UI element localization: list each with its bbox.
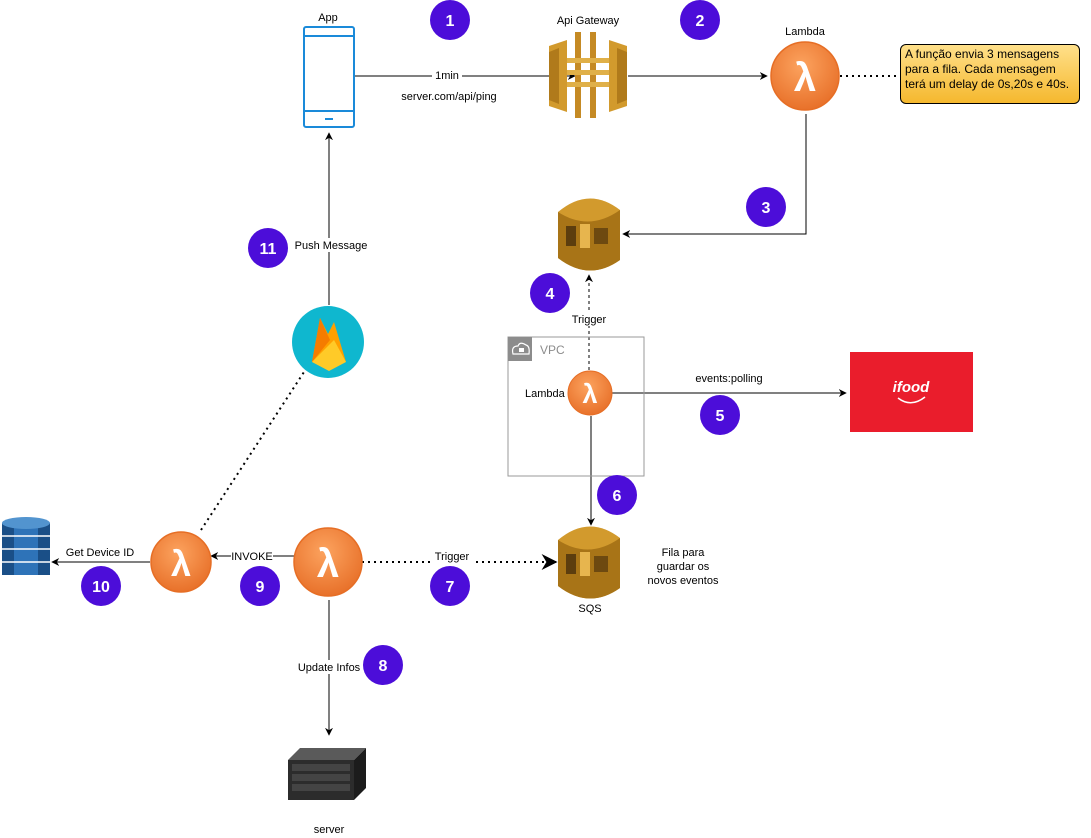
step-badge-6: 6 bbox=[597, 475, 637, 515]
sqs-bottom-node: SQS Fila para guardar os novos eventos bbox=[558, 526, 719, 615]
lambda-icon: λ bbox=[770, 41, 840, 111]
ifood-node: ifood bbox=[850, 352, 973, 432]
svg-text:λ: λ bbox=[171, 543, 191, 584]
edge-label-endpoint: server.com/api/ping bbox=[401, 91, 496, 103]
edge-label-events-polling: events:polling bbox=[695, 373, 762, 385]
sqs-label: SQS bbox=[578, 603, 601, 615]
step-badge-8: 8 bbox=[363, 645, 403, 685]
edge-label-get-device-id: Get Device ID bbox=[66, 547, 135, 559]
svg-text:λ: λ bbox=[317, 542, 339, 586]
lambda-worker-node: λ bbox=[293, 527, 363, 597]
server-label: server bbox=[314, 824, 345, 836]
step-badge-5: 5 bbox=[700, 395, 740, 435]
sqs-icon bbox=[558, 526, 620, 599]
firebase-node bbox=[292, 306, 364, 378]
step-badge-3: 3 bbox=[746, 187, 786, 227]
lambda-icon: λ bbox=[567, 370, 613, 416]
step-badges: 1 2 3 4 5 6 7 8 9 10 11 bbox=[81, 0, 786, 685]
api-gateway-label: Api Gateway bbox=[557, 15, 620, 27]
api-gateway-icon bbox=[549, 32, 627, 118]
svg-text:1: 1 bbox=[446, 13, 455, 30]
database-icon bbox=[2, 517, 50, 575]
lambda-icon: λ bbox=[293, 527, 363, 597]
edge-label-push-message: Push Message bbox=[295, 240, 368, 252]
step-badge-4: 4 bbox=[530, 273, 570, 313]
edges bbox=[51, 72, 900, 736]
step-badge-7: 7 bbox=[430, 566, 470, 606]
step-badge-1: 1 bbox=[430, 0, 470, 40]
edge-label-interval: 1min bbox=[435, 70, 459, 82]
step-badge-2: 2 bbox=[680, 0, 720, 40]
sqs-icon bbox=[558, 198, 620, 271]
lambda-top-node: Lambda λ bbox=[770, 26, 840, 111]
firebase-flame-icon bbox=[312, 318, 346, 371]
lambda-device-node: λ bbox=[150, 531, 212, 593]
app-node: App bbox=[303, 12, 355, 128]
svg-text:8: 8 bbox=[379, 658, 388, 675]
edge-lambda-to-sqs-top bbox=[622, 114, 807, 238]
step-badge-11: 11 bbox=[248, 228, 288, 268]
edge-label-invoke: INVOKE bbox=[231, 551, 273, 563]
vpc-label: VPC bbox=[540, 343, 565, 357]
svg-text:5: 5 bbox=[716, 408, 725, 425]
lambda-vpc-node: Lambda λ bbox=[525, 370, 613, 416]
mobile-phone-icon bbox=[303, 26, 355, 128]
svg-text:3: 3 bbox=[762, 200, 771, 217]
edge-label-trigger-top: Trigger bbox=[572, 314, 607, 326]
edge-labels: 1min server.com/api/ping Trigger events:… bbox=[66, 69, 763, 674]
svg-text:9: 9 bbox=[256, 579, 265, 596]
step-badge-10: 10 bbox=[81, 566, 121, 606]
svg-text:λ: λ bbox=[794, 56, 816, 100]
dynamodb-node bbox=[2, 517, 50, 575]
server-node: server bbox=[288, 748, 366, 836]
server-rack-icon bbox=[288, 748, 366, 800]
lambda-icon: λ bbox=[150, 531, 212, 593]
svg-text:2: 2 bbox=[696, 13, 705, 30]
lambda-top-label: Lambda bbox=[785, 26, 826, 38]
edge-label-trigger-bottom: Trigger bbox=[435, 551, 470, 563]
sqs-desc-line-1: Fila para bbox=[662, 547, 706, 559]
sqs-top-node bbox=[558, 198, 620, 271]
ifood-logo-text: ifood bbox=[893, 379, 930, 396]
svg-text:6: 6 bbox=[613, 488, 622, 505]
edge-lambda-to-firebase bbox=[200, 371, 305, 531]
ifood-logo: ifood bbox=[893, 379, 930, 404]
app-label: App bbox=[318, 12, 338, 24]
api-gateway-node: Api Gateway bbox=[549, 15, 627, 118]
svg-text:λ: λ bbox=[582, 379, 597, 409]
sqs-desc-line-3: novos eventos bbox=[648, 575, 719, 587]
svg-text:11: 11 bbox=[260, 241, 277, 258]
svg-text:10: 10 bbox=[92, 579, 110, 596]
vpc-group: VPC bbox=[507, 336, 645, 477]
svg-text:4: 4 bbox=[546, 286, 555, 303]
svg-text:7: 7 bbox=[446, 579, 455, 596]
sqs-desc-line-2: guardar os bbox=[657, 561, 710, 573]
edge-label-update-infos: Update Infos bbox=[298, 662, 361, 674]
step-badge-9: 9 bbox=[240, 566, 280, 606]
cloud-lock-icon bbox=[511, 342, 530, 355]
lambda-vpc-label: Lambda bbox=[525, 388, 566, 400]
lambda-note: A função envia 3 mensagens para a fila. … bbox=[900, 44, 1080, 104]
